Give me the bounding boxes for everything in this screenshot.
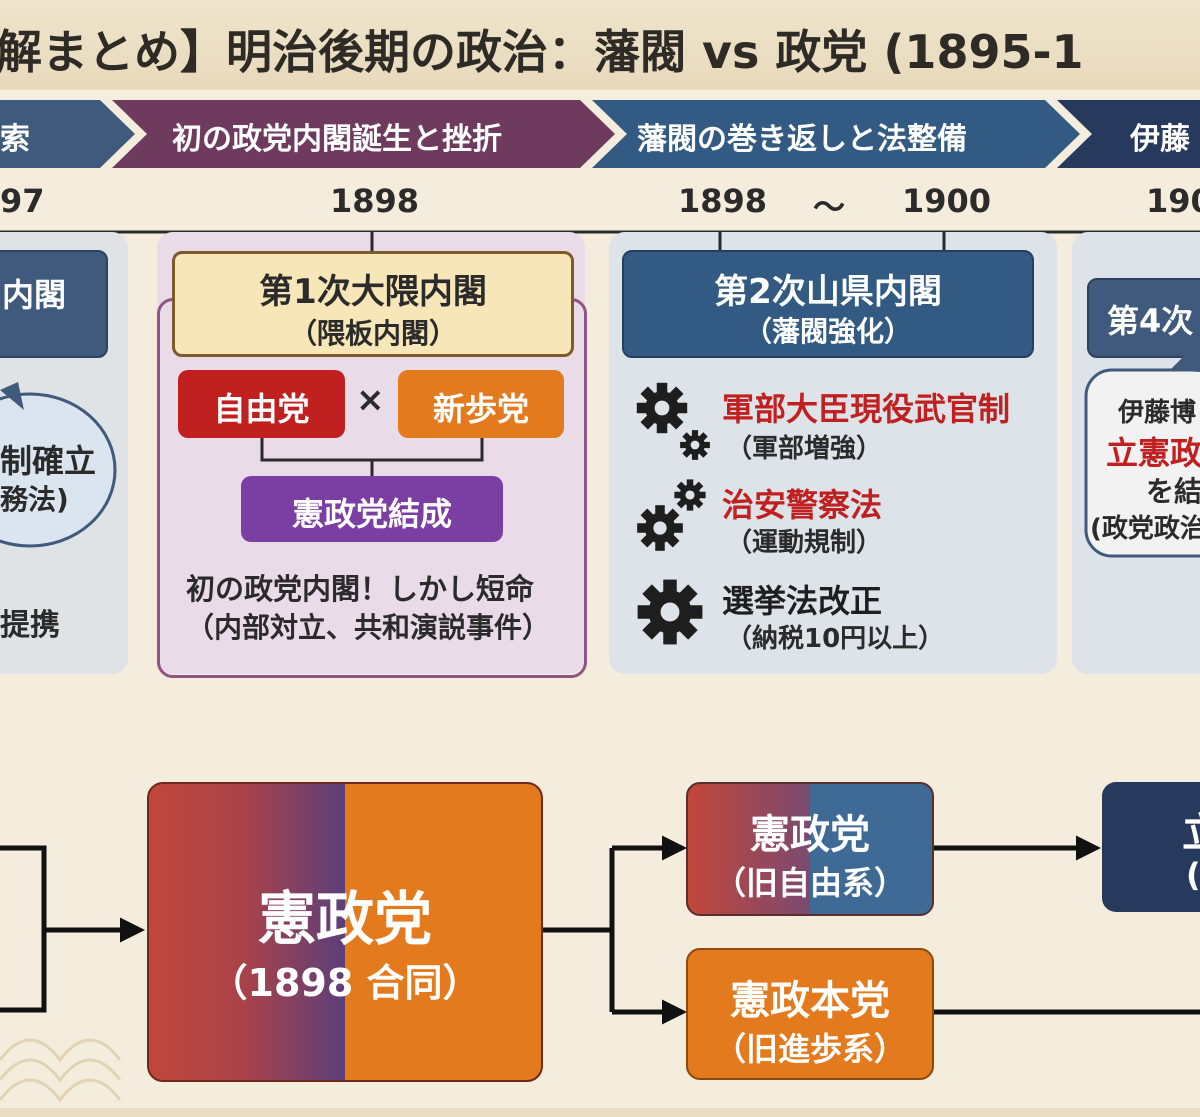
ito-card-title: 第4次	[1107, 302, 1194, 340]
party-jiyuto: 自由党	[178, 370, 345, 438]
kenseito-liberal-sub: （旧自由系）	[713, 864, 906, 902]
stage-chevron-1	[112, 100, 615, 168]
okuma-card-title: 第1次大隈内閣	[259, 272, 487, 312]
divider	[0, 90, 1200, 98]
year-label: 1898	[330, 182, 420, 220]
stage-label-2: 藩閥の巻き返しと法整備	[637, 122, 967, 157]
policy-title: 選挙法改正	[722, 582, 883, 620]
okuma-note-2: （内部対立、共和演説事件）	[186, 611, 551, 644]
stage-label-0: 索	[0, 122, 30, 157]
okuma-card-sub: （隈板内閣）	[288, 317, 457, 350]
left-bubble-line2: 務法)	[0, 483, 69, 516]
stage-chevron-0	[0, 100, 135, 168]
year-label: 1898	[678, 182, 768, 220]
times-icon: ×	[356, 380, 385, 420]
year-range-separator: 〜	[813, 188, 846, 226]
ito-cabinet-card: 第4次	[1087, 278, 1200, 358]
yamagata-card-title: 第2次山県内閣	[714, 272, 942, 312]
page-title: 解まとめ】明治後期の政治：藩閥 vs 政党 (1895-1	[0, 25, 1084, 79]
ito-bubble-line4: (政党政治	[1090, 514, 1200, 544]
kensei-honto-box: 憲政本党 （旧進歩系）	[686, 948, 934, 1080]
okuma-note-1: 初の政党内閣！しかし短命	[186, 572, 535, 606]
timeline-chevrons	[0, 100, 1200, 168]
title-bar: 解まとめ】明治後期の政治：藩閥 vs 政党 (1895-1	[0, 0, 1200, 92]
left-footer: 提携	[0, 608, 60, 643]
okuma-cabinet-card: 第1次大隈内閣 （隈板内閣）	[172, 251, 574, 357]
yamagata-card-sub: （藩閥強化）	[743, 315, 912, 348]
rikken-seiyukai-sub: (	[1186, 856, 1200, 894]
merger-title: 憲政党	[257, 885, 432, 953]
ito-bubble-line1: 伊藤博	[1118, 398, 1197, 428]
left-card-title: 内閣	[2, 276, 67, 314]
year-label: 190	[1146, 182, 1200, 220]
stage-label-1: 初の政党内閣誕生と挫折	[172, 122, 502, 157]
left-bubble-line1: 制確立	[0, 442, 97, 480]
kensei-honto-title: 憲政本党	[730, 978, 890, 1024]
year-label: 1900	[902, 182, 992, 220]
party-shinpoto: 新歩党	[398, 370, 564, 438]
party-shinpoto-label: 新歩党	[432, 390, 529, 428]
kenseito-liberal-box: 憲政党 （旧自由系）	[686, 782, 934, 916]
ito-bubble-line3: を結	[1146, 475, 1200, 508]
policy-sub: （運動規制）	[726, 528, 883, 558]
section-spacer	[0, 690, 1200, 730]
stage-chevron-3	[1057, 100, 1200, 168]
policy-title: 治安警察法	[722, 486, 883, 524]
stage-chevron-2	[592, 100, 1080, 168]
policy-title: 軍部大臣現役武官制	[722, 390, 1011, 428]
party-jiyuto-label: 自由党	[213, 390, 310, 428]
kenseito-formation-label: 憲政党結成	[291, 495, 452, 533]
policy-sub: （軍部増強）	[726, 434, 883, 464]
ito-bubble-line2: 立憲政	[1106, 434, 1200, 472]
kenseito-liberal-title: 憲政党	[750, 812, 870, 858]
policy-sub: （納税10円以上）	[726, 624, 945, 654]
yamagata-cabinet-card: 第2次山県内閣 （藩閥強化）	[622, 250, 1034, 358]
rikken-seiyukai-box: 立 (	[1102, 782, 1200, 912]
rikken-seiyukai-title: 立	[1182, 800, 1200, 858]
kensei-honto-sub: （旧進歩系）	[713, 1030, 906, 1068]
kenseito-merger-box: 憲政党 （1898 合同）	[147, 782, 543, 1082]
left-cabinet-card: 内閣	[0, 250, 108, 358]
merger-sub: （1898 合同）	[209, 961, 481, 1005]
year-label: 97	[0, 182, 45, 220]
stage-label-3: 伊藤	[1130, 122, 1190, 157]
kenseito-formation: 憲政党結成	[241, 476, 503, 542]
